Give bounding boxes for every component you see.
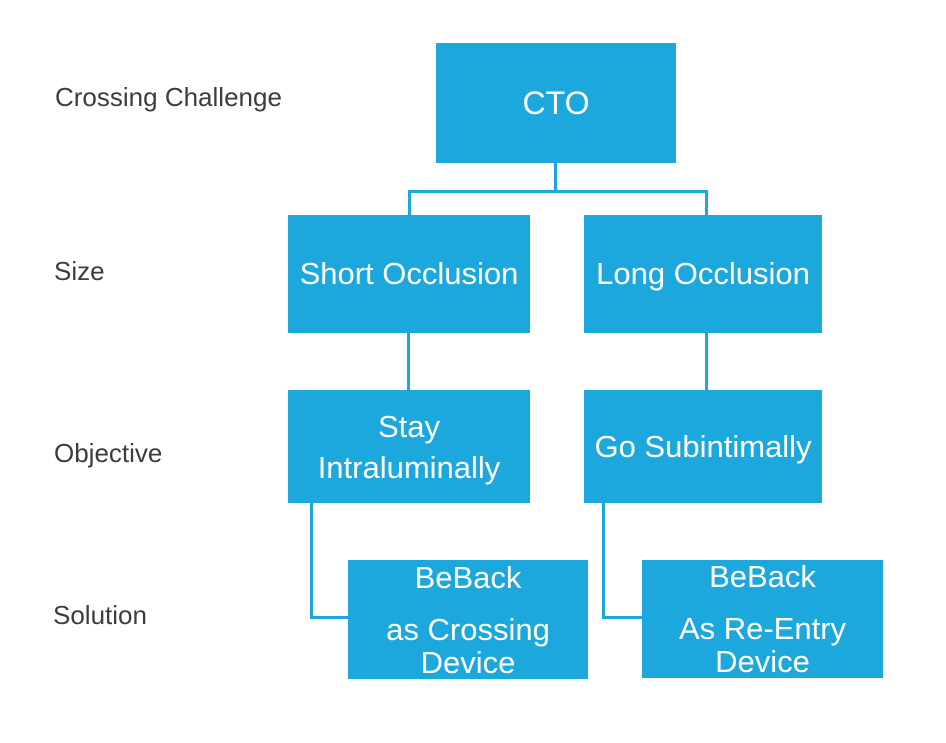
row-label-crossing-challenge: Crossing Challenge [55, 82, 282, 112]
node-beback-crossing-line3: Device [420, 644, 516, 680]
connector-stay-elbow-vertical [310, 503, 313, 619]
connector-go-elbow-horizontal [602, 616, 642, 619]
node-beback-reentry-device: BeBack As Re-Entry Device [642, 560, 883, 678]
connector-stay-elbow-horizontal [310, 616, 348, 619]
node-long-occlusion-label: Long Occlusion [596, 256, 810, 291]
connector-drop-right [705, 190, 708, 215]
node-go-subintimally: Go Subintimally [584, 390, 822, 503]
node-long-occlusion: Long Occlusion [584, 215, 822, 333]
node-beback-crossing-line2: as Crossing [386, 611, 550, 647]
row-label-objective: Objective [54, 438, 163, 468]
node-short-occlusion: Short Occlusion [288, 215, 530, 333]
node-beback-reentry-line2: As Re-Entry [678, 611, 847, 646]
node-stay-intraluminally-line1: Stay [377, 408, 441, 444]
node-stay-intraluminally-line2: Intraluminally [317, 449, 501, 485]
connector-short-to-stay [407, 333, 410, 390]
connector-long-to-go [705, 333, 708, 390]
node-stay-intraluminally: Stay Intraluminally [288, 390, 530, 503]
connector-cto-stem [554, 163, 557, 191]
node-go-subintimally-label: Go Subintimally [594, 428, 812, 464]
connector-go-elbow-vertical [602, 503, 605, 619]
node-beback-reentry-line1: BeBack [709, 559, 816, 594]
connector-drop-left [408, 190, 411, 215]
connector-branch-horizontal [408, 190, 708, 193]
node-cto-label: CTO [522, 85, 590, 121]
row-label-solution: Solution [53, 600, 147, 630]
node-beback-crossing-device: BeBack as Crossing Device [348, 560, 588, 679]
node-short-occlusion-label: Short Occlusion [299, 256, 519, 291]
node-beback-reentry-line3: Device [715, 644, 810, 679]
node-beback-crossing-line1: BeBack [414, 559, 522, 595]
row-label-size: Size [54, 256, 105, 286]
node-cto: CTO [436, 43, 676, 163]
